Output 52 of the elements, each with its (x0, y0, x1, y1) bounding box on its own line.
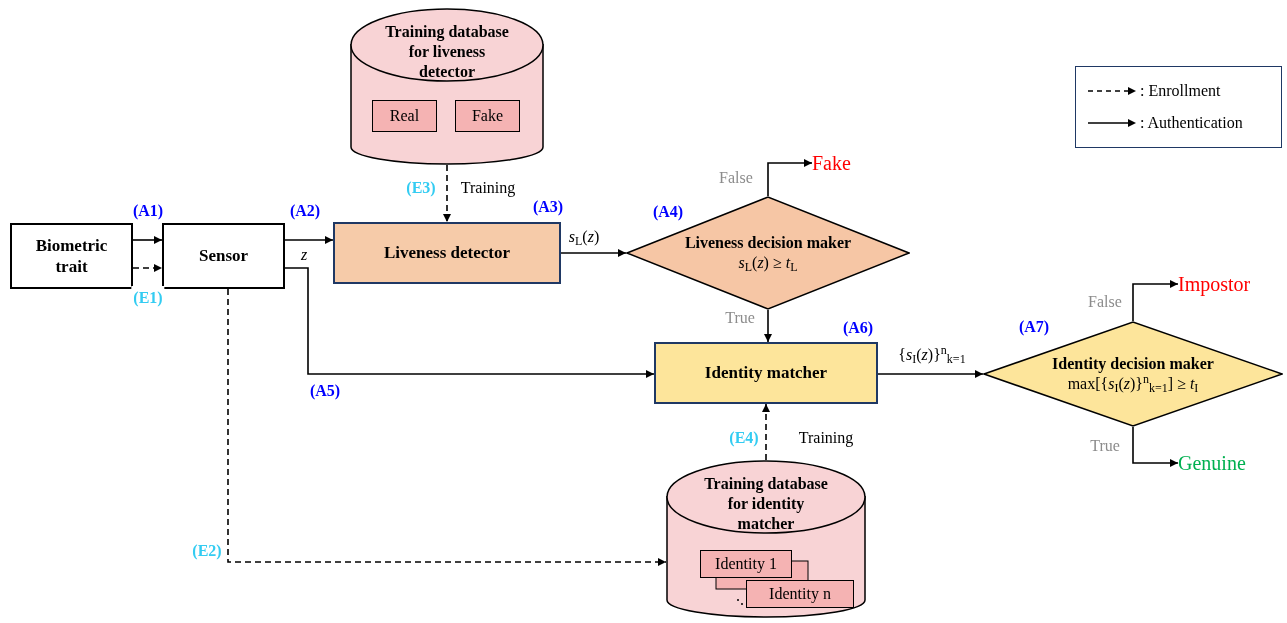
arrow (1132, 426, 1179, 467)
database-title: Training database for identity matcher (703, 474, 829, 534)
decision-diamond (626, 196, 910, 310)
arrow (284, 267, 655, 378)
card-label: Identity 1 (715, 554, 777, 575)
arrow (767, 159, 813, 197)
card-label: Identity n (769, 584, 831, 605)
arrow (443, 164, 451, 223)
arrow (227, 288, 667, 566)
card-label: Fake (471, 106, 504, 126)
sample-card (700, 550, 792, 578)
outcome-label: Fake (812, 150, 864, 176)
annotation-label: z (300, 245, 308, 265)
edge-label: (E1) (131, 286, 165, 310)
box-label: Liveness detector (383, 242, 511, 264)
legend-text: : Authentication (1140, 113, 1243, 133)
outcome-label: Impostor (1178, 271, 1270, 297)
arrow (132, 236, 163, 244)
process-box (333, 222, 561, 284)
arrow (132, 264, 163, 272)
step-label: (A6) (842, 318, 874, 339)
box-label: Biometric trait (34, 234, 109, 278)
decision-formula: s$_{L}$(z) ≥ t$_{L}$ (738, 253, 798, 273)
decision-title: Identity decision maker (1052, 354, 1214, 374)
annotation-label: (E3) (406, 178, 436, 199)
card-label: Real (389, 106, 420, 126)
arrow (762, 403, 770, 461)
annotation-label: (E4) (729, 428, 759, 449)
database-cylinder (666, 460, 866, 618)
box-label: Sensor (198, 245, 249, 267)
sample-card (372, 100, 437, 132)
arrow (1132, 280, 1179, 322)
step-label: (A7) (1018, 317, 1050, 338)
database-title: Training database for liveness detector (384, 22, 510, 82)
arrow (560, 249, 627, 257)
legend-text: : Enrollment (1140, 81, 1221, 101)
box-label: Identity matcher (704, 362, 828, 384)
step-label: (A3) (532, 197, 564, 218)
decision-diamond (983, 321, 1283, 427)
step-label: (A4) (652, 202, 684, 223)
process-box (162, 223, 285, 289)
arrow (284, 236, 334, 244)
outcome-label: Genuine (1178, 450, 1270, 476)
decision-formula: max[{s$_{I}$(z)}$^{n}$$_{k=1}$] ≥ t$_{I}$ (1067, 374, 1199, 394)
process-box (654, 342, 878, 404)
decision-title: Liveness decision maker (684, 233, 852, 253)
process-box (10, 223, 133, 289)
database-cylinder (350, 8, 544, 165)
arrow (877, 370, 984, 378)
sample-card (455, 100, 520, 132)
sample-card (746, 580, 854, 608)
arrow (764, 309, 772, 343)
